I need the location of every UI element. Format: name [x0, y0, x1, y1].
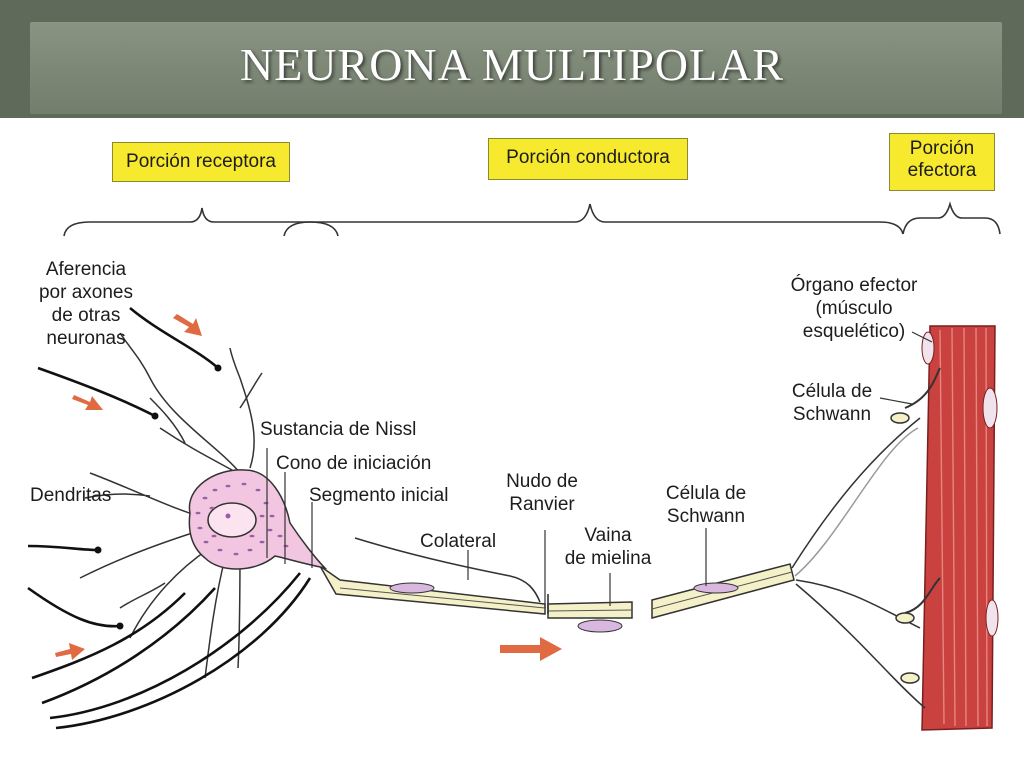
brace-receptora — [63, 207, 339, 237]
section-efectora-line2: efectora — [907, 160, 977, 181]
label-nudo-line1: Nudo de — [506, 471, 578, 492]
label-nudo-line2: Ranvier — [509, 494, 575, 515]
label-segmento: Segmento inicial — [309, 485, 449, 506]
terminal-branches — [791, 367, 941, 709]
label-schwann-right-line1: Célula de — [791, 381, 873, 402]
section-receptora: Porción receptora — [112, 142, 290, 182]
label-aferencia-line3: de otras — [51, 305, 121, 326]
direction-arrows — [55, 314, 562, 661]
label-aferencia-line1: Aferencia — [45, 259, 127, 280]
label-aferencia-line2: por axones — [38, 282, 133, 303]
label-schwann-mid-line2: Schwann — [666, 506, 746, 527]
neuron-illustration — [27, 201, 1001, 731]
label-organo-line1: Órgano efector — [790, 275, 918, 296]
cell-body — [188, 469, 328, 570]
label-schwann-mid-line1: Célula de — [665, 483, 747, 504]
label-cono: Cono de iniciación — [276, 453, 432, 474]
arrow-afferent-1 — [173, 314, 202, 336]
label-organo-line2: (músculo — [815, 298, 893, 319]
label-vaina-mielina: Vaina de mielina — [554, 524, 662, 570]
section-efectora: Porción efectora — [889, 133, 995, 191]
section-braces — [63, 201, 1001, 237]
arrow-impulse — [500, 637, 562, 661]
slide-title: NEURONA MULTIPOLAR — [239, 39, 785, 90]
arrow-afferent-3 — [55, 643, 85, 660]
brace-conductora — [283, 203, 904, 237]
label-aferencia-line4: neuronas — [46, 328, 126, 349]
label-organo-efector: Órgano efector (músculo esquelético) — [776, 274, 932, 343]
label-nissl: Sustancia de Nissl — [260, 419, 417, 440]
label-aferencia: Aferencia por axones de otras neuronas — [30, 258, 142, 350]
label-colateral: Colateral — [420, 531, 497, 552]
muscle-fiber — [921, 325, 999, 731]
brace-efectora — [902, 201, 1001, 235]
label-schwann-mid: Célula de Schwann — [656, 482, 756, 528]
neuron-diagram: Porción receptora Porción conductora Por… — [0, 118, 1024, 768]
myelinated-axon — [319, 537, 795, 633]
arrow-afferent-2 — [72, 395, 103, 410]
header-panel — [30, 22, 1002, 114]
label-vaina-line2: de mielina — [564, 548, 652, 569]
label-schwann-right: Célula de Schwann — [780, 380, 884, 426]
label-schwann-right-line2: Schwann — [792, 404, 872, 425]
label-organo-line3: esquelético) — [802, 321, 906, 342]
leader-lines — [266, 331, 933, 608]
label-vaina-line1: Vaina — [584, 525, 632, 546]
slide-header: NEURONA MULTIPOLAR — [0, 0, 1024, 118]
synaptic-terminals — [94, 364, 222, 630]
label-dendritas: Dendritas — [30, 485, 112, 506]
afferent-axons — [27, 307, 312, 730]
section-conductora: Porción conductora — [488, 138, 688, 180]
label-nudo-ranvier: Nudo de Ranvier — [498, 470, 586, 516]
section-efectora-line1: Porción — [909, 138, 975, 159]
